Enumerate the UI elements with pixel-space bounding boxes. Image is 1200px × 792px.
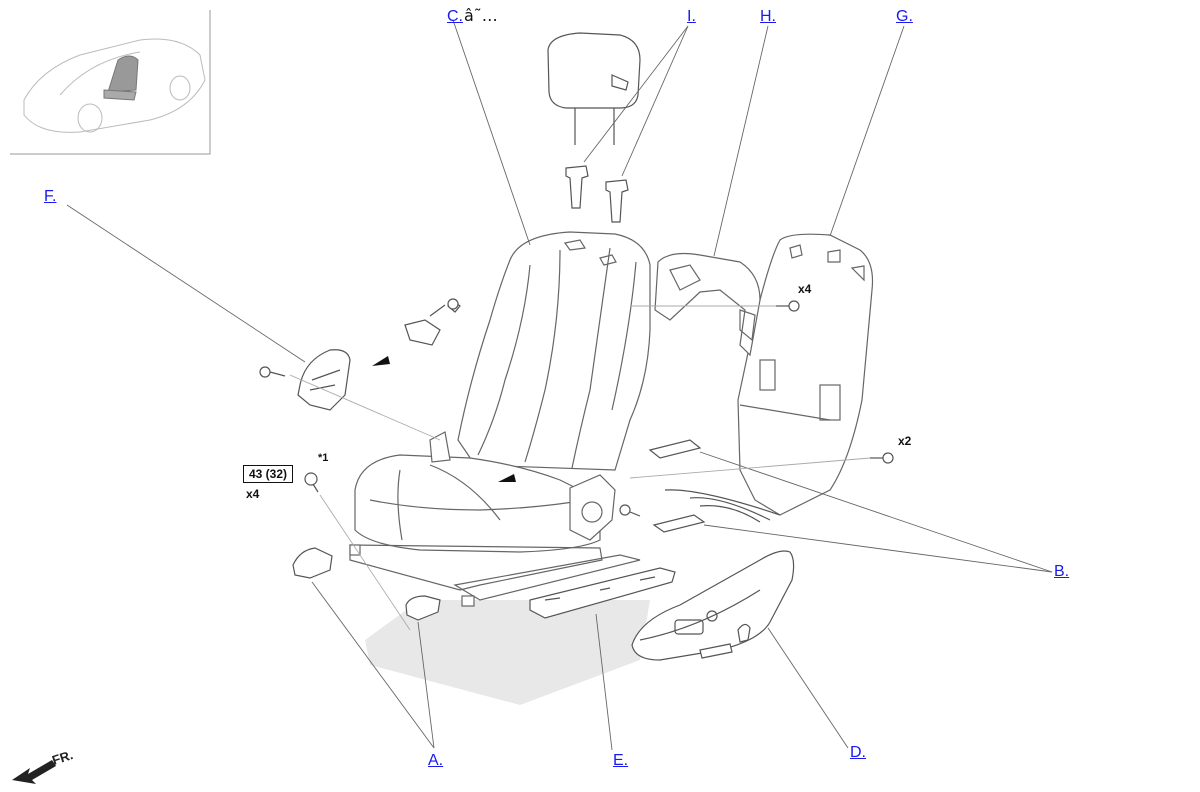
side-cover [631,550,795,661]
front-direction-arrow [12,760,56,784]
torque-note: *1 [318,452,329,464]
recliner-cover [297,319,441,411]
vehicle-locator-inset [10,10,211,155]
trim-panel [529,567,676,619]
seat-brackets [648,439,781,533]
direction-arrows [372,356,516,482]
back-frame-bolt-quantity: x4 [798,282,812,296]
headrest-guides [565,165,629,223]
callout-a-link[interactable]: A. [428,752,444,769]
garbled-text: â˜… [464,6,498,25]
torque-bolt-quantity: x4 [246,487,260,501]
headrest [547,32,641,145]
seat-back-frame [654,252,761,357]
callout-h-link[interactable]: H. [760,8,776,25]
seat-back-panel [737,233,874,516]
track-covers [292,547,441,621]
bolts [259,298,894,517]
callout-b-link[interactable]: B. [1054,563,1070,580]
callout-d-link[interactable]: D. [850,744,866,761]
callout-e-link[interactable]: E. [613,752,629,769]
seat-back [457,231,651,471]
callout-f-link[interactable]: F. [44,188,57,205]
torque-spec-box: 43 (32) [243,465,293,483]
callout-c-link[interactable]: C. [447,8,463,25]
leader-lines [66,19,1053,751]
lower-back-bolt-quantity: x2 [898,434,912,448]
seat-cushion [349,431,641,607]
callout-g-link[interactable]: G. [896,8,913,25]
callout-i-link[interactable]: I. [687,8,696,25]
floor-shadow [365,600,650,705]
